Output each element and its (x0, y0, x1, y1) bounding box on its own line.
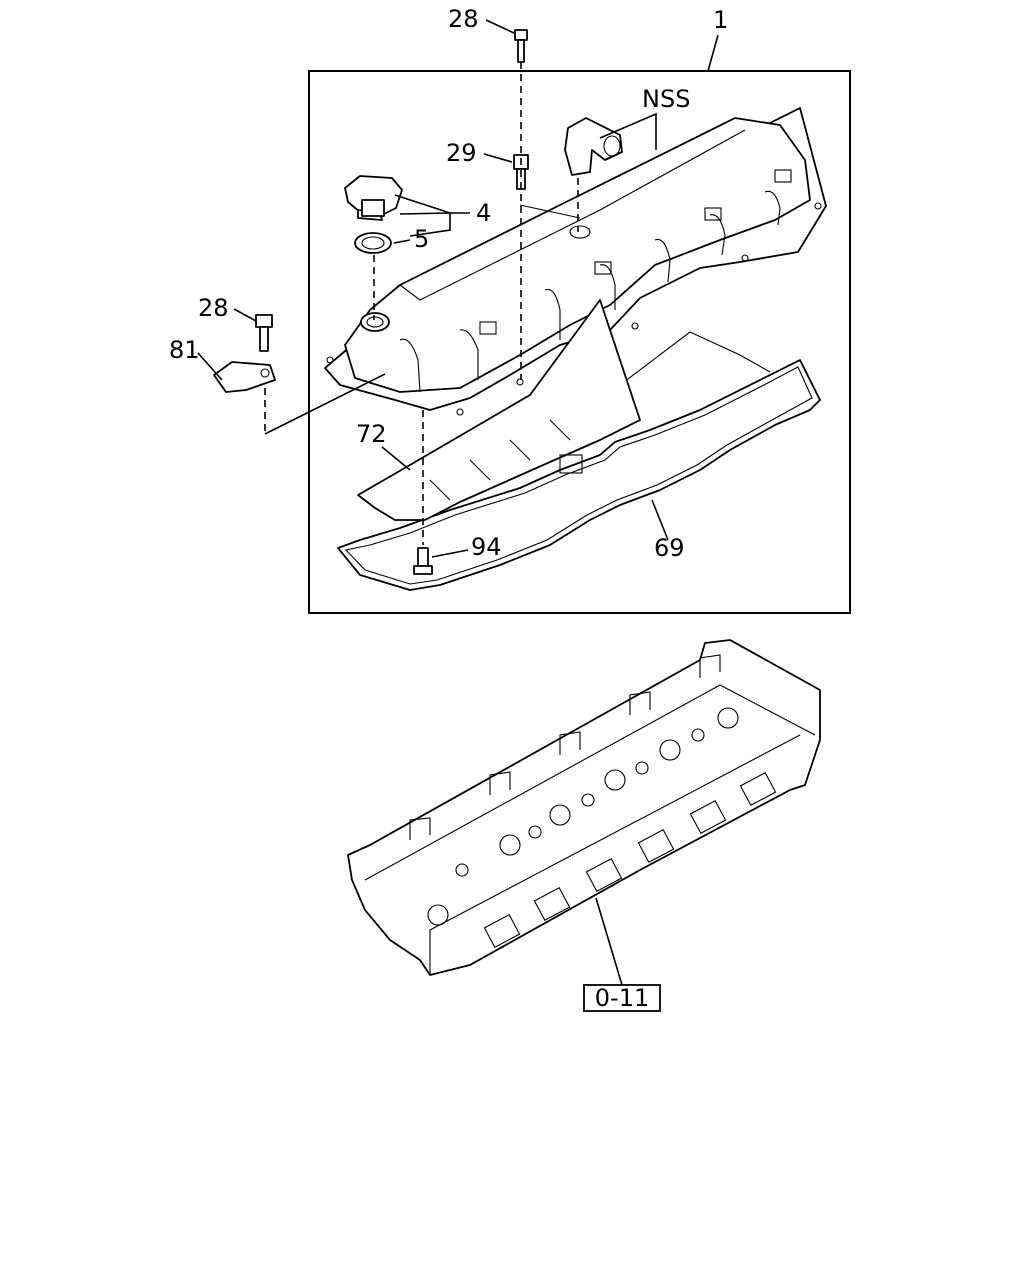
reference-box (583, 984, 661, 1012)
baffle-plate (357, 299, 641, 521)
leader-clip (197, 352, 223, 381)
oil-filler-cap (344, 175, 403, 221)
leader-bolt-left (233, 308, 257, 322)
reference-label: 0-11 (595, 984, 649, 1012)
callout-baffle: 72 (356, 420, 387, 448)
breather-elbow (564, 117, 623, 176)
leader-stud (483, 153, 513, 163)
leader-gasket (651, 499, 669, 541)
bolt-left (255, 314, 273, 352)
leader-baffle (381, 446, 411, 471)
callout-clip: 81 (169, 336, 200, 364)
cylinder-head-cover (324, 107, 827, 416)
callout-nss: NSS (642, 85, 690, 113)
head-cover-gasket (337, 331, 821, 591)
bolt-top (514, 29, 528, 63)
clip (213, 361, 276, 393)
leader-bolt-bottom (431, 549, 469, 558)
leader-bolt-top (485, 19, 515, 34)
seal-ring (354, 232, 392, 254)
callout-bolt-top: 28 (448, 5, 479, 33)
callout-cap: 4 (476, 199, 491, 227)
leader-nss (599, 112, 657, 150)
callout-bolt-left: 28 (198, 294, 229, 322)
callout-seal: 5 (414, 225, 429, 253)
callout-bolt-bottom: 94 (471, 533, 502, 561)
callout-assembly: 1 (713, 6, 728, 34)
leader-assembly (707, 34, 719, 72)
reference-leader (595, 897, 623, 986)
bolt-bottom (413, 547, 433, 575)
cylinder-head (347, 639, 821, 976)
callout-stud: 29 (446, 139, 477, 167)
leader-seal (393, 239, 411, 244)
callout-gasket: 69 (654, 534, 685, 562)
assembly-frame (308, 70, 851, 614)
